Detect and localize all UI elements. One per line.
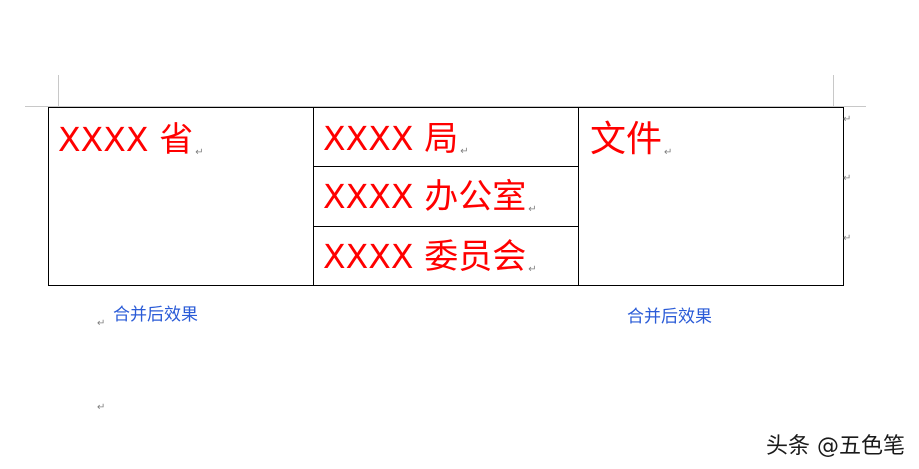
cell-text-bureau: XXXX 局↵ <box>323 122 469 169</box>
paragraph-mark-icon: ↵ <box>97 318 106 329</box>
cell-cjk-text: 委员会 <box>424 237 527 277</box>
table-cell-document[interactable]: 文件↵ <box>578 107 844 286</box>
cell-latin-text: XXXX <box>323 119 414 158</box>
cell-cjk-text: 文件 <box>590 119 663 160</box>
cell-text-committee: XXXX 委员会↵ <box>323 240 537 287</box>
page-margin-guide-horizontal <box>25 106 866 107</box>
table-cell-bureau[interactable]: XXXX 局↵ <box>313 107 579 167</box>
caption-left: 合并后效果 <box>113 305 198 325</box>
page-margin-guide-right <box>833 75 834 107</box>
cell-cjk-text: 局 <box>424 119 459 159</box>
cell-cjk-text: 省 <box>159 120 194 160</box>
cell-cjk-text: 办公室 <box>424 177 527 217</box>
paragraph-mark-icon: ↵ <box>460 146 469 157</box>
cell-latin-text: XXXX <box>58 120 149 159</box>
row-end-mark-icon: ↵ <box>843 173 852 184</box>
cell-text-office: XXXX 办公室↵ <box>323 180 537 227</box>
table-cell-office[interactable]: XXXX 办公室↵ <box>313 166 579 227</box>
cell-latin-text: XXXX <box>323 237 414 276</box>
paragraph-mark-icon: ↵ <box>528 264 537 275</box>
caption-right: 合并后效果 <box>627 307 712 327</box>
paragraph-mark-icon: ↵ <box>195 147 204 158</box>
paragraph-mark-icon: ↵ <box>97 402 106 413</box>
cell-latin-text: XXXX <box>323 177 414 216</box>
table-cell-committee[interactable]: XXXX 委员会↵ <box>313 226 579 286</box>
cell-text-document: 文件↵ <box>590 122 672 171</box>
row-end-mark-icon: ↵ <box>843 233 852 244</box>
cell-text-province: XXXX 省↵ <box>58 123 204 170</box>
paragraph-mark-icon: ↵ <box>528 204 537 215</box>
row-end-mark-icon: ↵ <box>843 114 852 125</box>
paragraph-mark-icon: ↵ <box>664 147 673 158</box>
page-margin-guide-left <box>58 75 59 107</box>
table-cell-province[interactable]: XXXX 省↵ <box>48 107 314 286</box>
watermark-text: 头条 @五色笔 <box>766 434 905 459</box>
